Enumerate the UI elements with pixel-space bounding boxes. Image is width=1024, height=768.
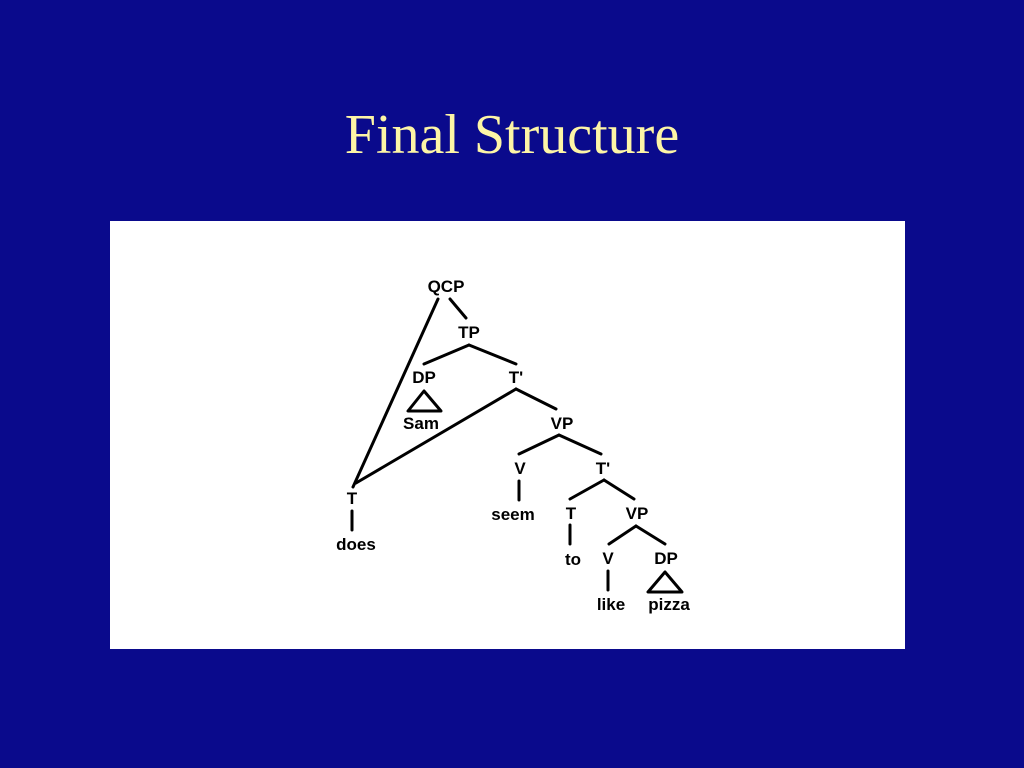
leaf-like: like <box>597 595 625 614</box>
node-dp-object: DP <box>654 549 678 568</box>
node-tp: TP <box>458 323 480 342</box>
branch-vp-dp-lower <box>634 524 667 546</box>
leaf-to: to <box>565 550 581 569</box>
branch-vp-v-lower <box>607 524 638 546</box>
branch-qcp-tp <box>448 297 468 320</box>
node-dp-subject: DP <box>412 368 436 387</box>
triangle-dp-pizza <box>646 570 684 594</box>
branch-tbar-vp <box>514 387 558 411</box>
slide-title: Final Structure <box>344 104 680 166</box>
leaf-does: does <box>336 535 376 554</box>
node-vp-lower: VP <box>626 504 649 523</box>
leaf-seem: seem <box>491 505 534 524</box>
branch-tp-tbar <box>467 343 518 366</box>
node-v-lower: V <box>602 549 614 568</box>
branch-tbar-vp-lower <box>602 478 636 501</box>
branch-tp-dp <box>422 343 471 366</box>
node-t-bar-lower: T' <box>596 459 610 478</box>
branch-vp-tbar <box>557 433 603 456</box>
branch-qcp-t <box>351 297 440 489</box>
node-v-upper: V <box>514 459 526 478</box>
diagram-panel <box>110 221 905 649</box>
leaf-sam: Sam <box>403 414 439 433</box>
branch-vp-v <box>517 433 561 456</box>
branch-tbar-t-movement <box>354 387 518 485</box>
node-vp-upper: VP <box>551 414 574 433</box>
leaf-pizza: pizza <box>648 595 690 614</box>
branch-tbar-t <box>568 478 606 501</box>
node-t-moved: T <box>347 489 358 508</box>
triangle-dp-sam <box>406 389 443 413</box>
node-t-bar-upper: T' <box>509 368 523 387</box>
node-t-lower: T <box>566 504 577 523</box>
node-qcp: QCP <box>428 277 465 296</box>
